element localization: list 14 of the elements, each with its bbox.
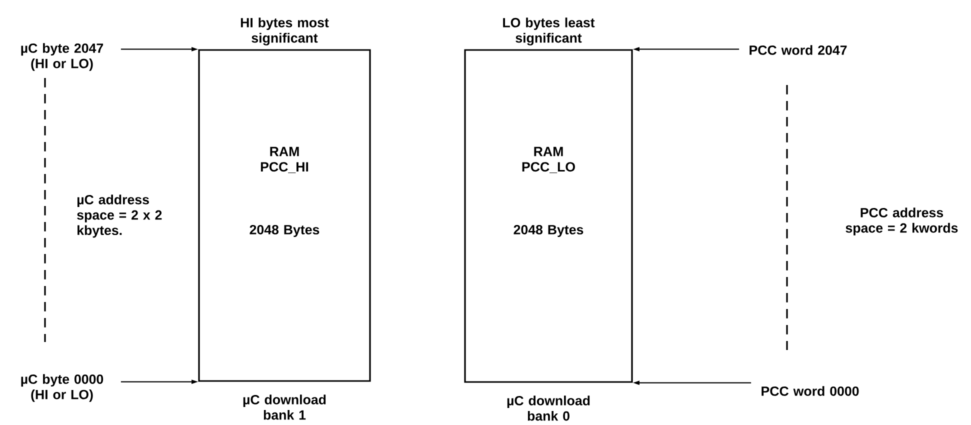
address-label: PCC word 2047: [750, 45, 847, 55]
column-heading: LO bytes least significant: [503, 18, 595, 46]
size-label: 2048 Bytes: [514, 224, 584, 238]
bank-label: µC download bank 1: [243, 394, 326, 420]
address-label: µC byte 2047 (HI or LO): [21, 43, 104, 71]
size-label: 2048 Bytes: [250, 224, 320, 238]
range-label: PCC address space = 2 kwords: [846, 208, 958, 236]
address-label: µC byte 0000 (HI or LO): [21, 374, 104, 402]
bank-label: µC download bank 0: [507, 396, 590, 421]
address-label: PCC word 0000: [762, 386, 859, 396]
ram-label: RAM PCC_HI: [260, 146, 308, 174]
ram-label: RAM PCC_LO: [522, 146, 575, 174]
range-label: µC address space = 2 x 2 kbytes.: [77, 194, 162, 238]
column-heading: HI bytes most significant: [240, 18, 329, 46]
